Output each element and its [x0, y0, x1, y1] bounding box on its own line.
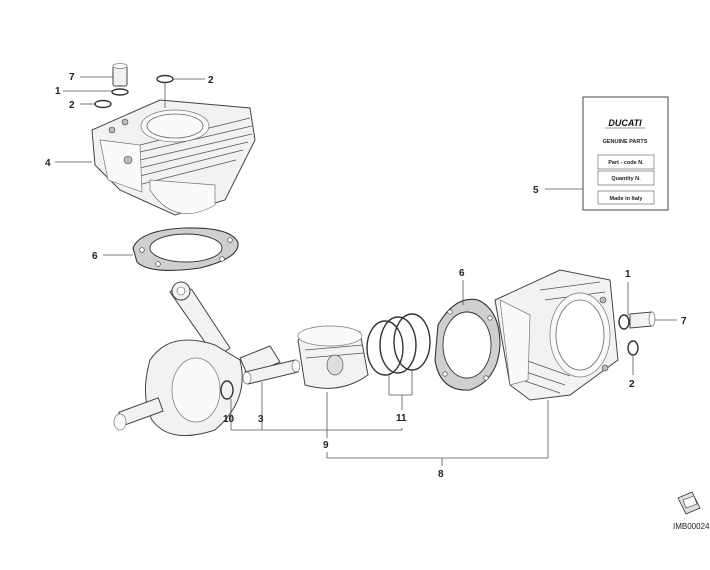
o-ring-top-right: [156, 74, 174, 84]
drawing-code: IMB00024: [673, 522, 710, 531]
dowel-pin-right: [629, 311, 656, 329]
callout-11: 11: [396, 413, 407, 424]
card-title: GENUINE PARTS: [603, 139, 648, 145]
base-gasket-top: [132, 227, 239, 271]
callout-2-top-left: 2: [69, 100, 75, 111]
piston-pin: [242, 359, 301, 385]
card-row-made-in: Made in Italy: [609, 196, 643, 202]
o-ring-top: [111, 88, 129, 96]
callout-6-left: 6: [92, 251, 98, 262]
cylinder-top-left: [91, 63, 256, 271]
leader-lines-bottom: [230, 280, 677, 466]
callout-7-top: 7: [69, 72, 75, 83]
card-brand: DUCATI: [608, 118, 642, 128]
callout-10: 10: [223, 414, 235, 425]
callout-3: 3: [258, 414, 264, 425]
dowel-pin-top: [112, 63, 128, 87]
leader-lines-top: [55, 76, 205, 256]
callout-6-right: 6: [459, 268, 465, 279]
o-ring-right-1: [618, 314, 630, 330]
o-ring-top-left: [94, 99, 112, 109]
genuine-parts-card: DUCATI GENUINE PARTS Part - code N. Quan…: [582, 96, 669, 211]
callout-8: 8: [438, 469, 444, 480]
drawing-corner-icon: [677, 491, 701, 515]
callout-5: 5: [533, 185, 539, 196]
callout-2-right: 2: [629, 379, 635, 390]
card-row-quantity: Quantity N.: [611, 176, 641, 182]
callout-2-top-right: 2: [208, 75, 214, 86]
piston-rings: [366, 313, 431, 376]
card-row-part-code: Part - code N.: [608, 160, 644, 166]
callout-1-top: 1: [55, 86, 61, 97]
piston: [297, 325, 369, 389]
head-gasket-right: [434, 298, 501, 391]
crankshaft: [113, 281, 281, 437]
cylinder-body-right: [494, 269, 619, 401]
callout-7-right: 7: [681, 316, 687, 327]
washer-10: [220, 380, 234, 400]
callout-1-right: 1: [625, 269, 631, 280]
callout-9: 9: [323, 440, 329, 451]
cylinder-body-top: [91, 99, 256, 216]
o-ring-right-2: [627, 340, 639, 356]
callout-4: 4: [45, 158, 51, 169]
